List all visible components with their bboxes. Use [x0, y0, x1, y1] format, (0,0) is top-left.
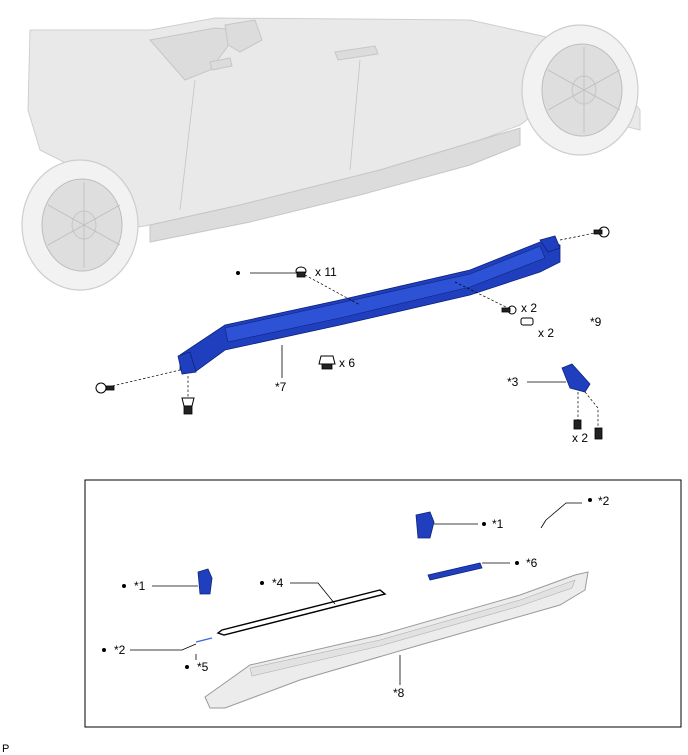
bullet-dot	[588, 498, 592, 502]
part-1-right-label: *1	[492, 517, 504, 531]
leader-part-4	[290, 582, 336, 605]
part-7-label: *7	[275, 380, 287, 394]
part-3-bracket	[561, 363, 591, 393]
rocker-panel-part-7	[177, 235, 561, 375]
components-box	[84, 479, 682, 728]
front-screw-icon	[95, 382, 115, 394]
bottom-clip-icon	[181, 397, 195, 415]
assembly-line-front-screw	[107, 369, 181, 388]
part-8-side-skirt	[204, 571, 589, 709]
assembly-line-screw-x2	[454, 281, 509, 309]
part-6-label: *6	[526, 556, 538, 570]
part-1-left-piece	[197, 568, 213, 595]
part-9-label: *9	[590, 315, 602, 329]
rear-wheel	[521, 24, 639, 156]
bullet-dot	[185, 665, 189, 669]
qty-part-9-label: x 2	[538, 326, 554, 340]
part-2-right-piece	[540, 519, 547, 529]
bullet-dot	[102, 648, 106, 652]
bullet-dot	[515, 561, 519, 565]
part-4-label: *4	[272, 576, 284, 590]
part-5-label: *5	[197, 660, 209, 674]
part-9-clip-icon	[520, 317, 534, 326]
qty-part-3-screws-label: x 2	[572, 431, 588, 445]
part-5-piece	[195, 637, 213, 643]
assembly-line-part3	[577, 391, 599, 428]
part-3-label: *3	[507, 375, 519, 389]
part-6-strip	[427, 562, 483, 581]
assembly-line-rear-screw	[559, 231, 601, 241]
screw-icon	[501, 305, 517, 315]
part-2-left-label: *2	[114, 643, 126, 657]
bullet-dot	[122, 584, 126, 588]
car-body-illustration	[21, 17, 641, 291]
part-4-seal	[216, 589, 387, 636]
leader-part-2-right	[545, 502, 582, 521]
part-2-right-label: *2	[598, 494, 610, 508]
qty-clip-label: x 11	[315, 265, 337, 279]
part-8-label: *8	[393, 686, 405, 700]
bullet-dot	[482, 522, 486, 526]
bullet-dot	[260, 581, 264, 585]
assembly-line-clip	[304, 274, 361, 306]
qty-screw-label: x 2	[521, 301, 537, 315]
clip-icon	[295, 266, 307, 278]
part-1-right-piece	[415, 511, 435, 539]
front-wheel	[21, 159, 139, 291]
page-marker: P	[2, 743, 9, 755]
leader-part-2-left	[130, 643, 197, 651]
rear-screw-icon	[593, 226, 610, 238]
part-3-screws-icon	[573, 419, 603, 440]
bullet-dot	[236, 271, 240, 275]
grommet-icon	[318, 355, 336, 370]
qty-grommet-label: x 6	[339, 356, 355, 370]
part-1-left-label: *1	[134, 579, 146, 593]
